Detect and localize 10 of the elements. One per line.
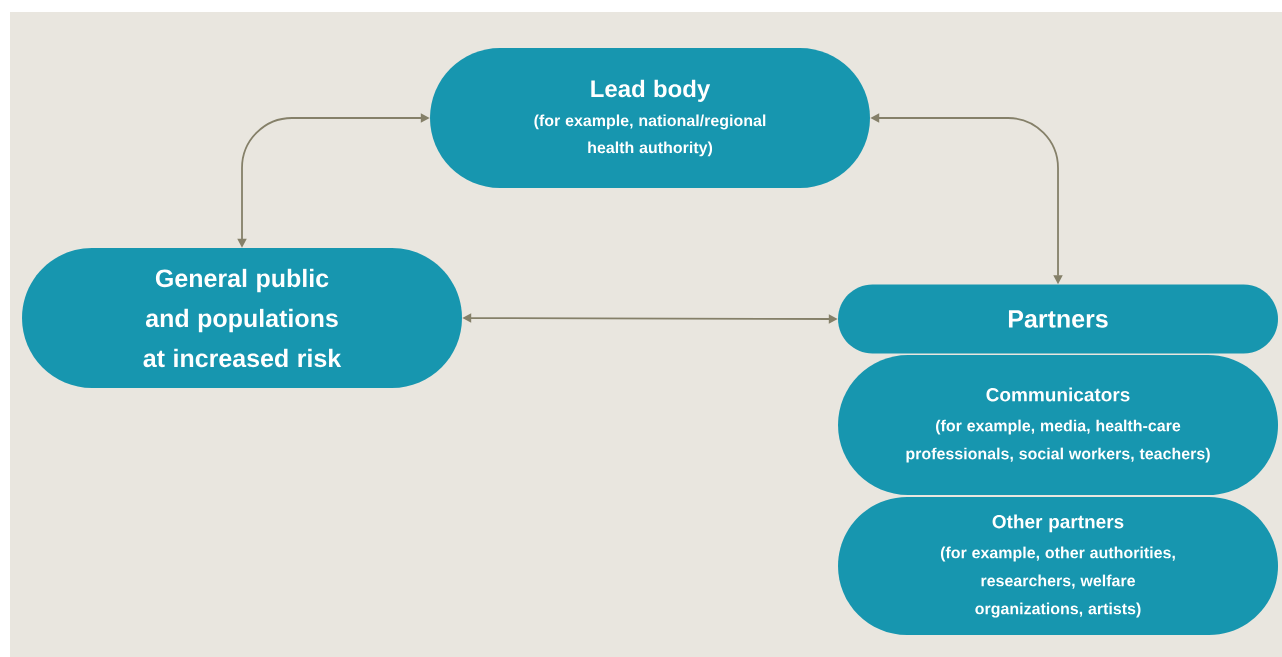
rounded-box: Other partners (for example, other authorities, researchers, welfare organizations, artists) [838,497,1278,635]
node-label: Communicators [986,387,1130,402]
rounded-box: General public and populations at increased risk [22,248,462,388]
node-label: Partners [1008,310,1108,328]
node-label: Other partners [992,514,1124,533]
node-label: (for example, media, health-care professionals, social workers, teachers) [906,419,1210,463]
rounded-box: Partners [838,284,1278,354]
node-label: (for example, other authorities, researchers, welfare organizations, artists) [940,546,1175,618]
rounded-box: Lead body (for example, national/regional health authority) [430,48,870,188]
rounded-box: Communicators (for example, media, health-care professionals, social workers, teachers) [838,355,1278,495]
